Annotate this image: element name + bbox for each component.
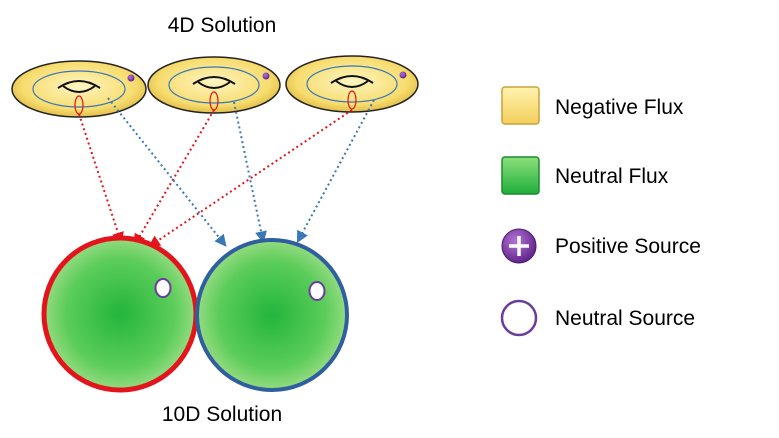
flux-arrows bbox=[78, 97, 375, 248]
legend-label: Positive Source bbox=[555, 235, 701, 258]
sphere-right bbox=[195, 238, 349, 392]
neutral-source-icon bbox=[308, 281, 326, 301]
positive-source-icon bbox=[262, 72, 270, 80]
torus-3 bbox=[285, 55, 419, 113]
positive-source-icon bbox=[127, 74, 135, 82]
white-circle-icon bbox=[500, 299, 538, 337]
yellow-square-icon bbox=[501, 86, 540, 125]
purple-plus-circle-icon bbox=[501, 228, 537, 264]
legend-item-positive-source: Positive Source bbox=[501, 228, 701, 264]
torus-2 bbox=[147, 56, 281, 114]
legend-item-negative-flux: Negative Flux bbox=[501, 86, 684, 125]
sphere-left bbox=[41, 235, 199, 393]
legend: Negative Flux Neutral Flux Positive Sour… bbox=[500, 86, 701, 337]
blue-arrow-2 bbox=[233, 101, 267, 244]
legend-item-neutral-source: Neutral Source bbox=[500, 299, 695, 337]
red-arrow-2 bbox=[133, 109, 215, 247]
legend-label: Negative Flux bbox=[555, 96, 684, 119]
legend-label: Neutral Flux bbox=[555, 165, 669, 188]
torus-1 bbox=[11, 60, 147, 118]
positive-source-icon bbox=[399, 71, 407, 79]
red-arrow-3 bbox=[148, 109, 353, 248]
top-label: 4D Solution bbox=[168, 14, 277, 37]
red-arrow-1 bbox=[78, 113, 124, 245]
blue-arrow-3 bbox=[296, 99, 375, 244]
legend-item-neutral-flux: Neutral Flux bbox=[501, 156, 669, 195]
blue-arrow-1 bbox=[107, 97, 227, 247]
legend-label: Neutral Source bbox=[555, 307, 695, 330]
green-square-icon bbox=[501, 156, 540, 195]
bottom-label: 10D Solution bbox=[162, 403, 282, 426]
neutral-source-icon bbox=[154, 278, 172, 298]
